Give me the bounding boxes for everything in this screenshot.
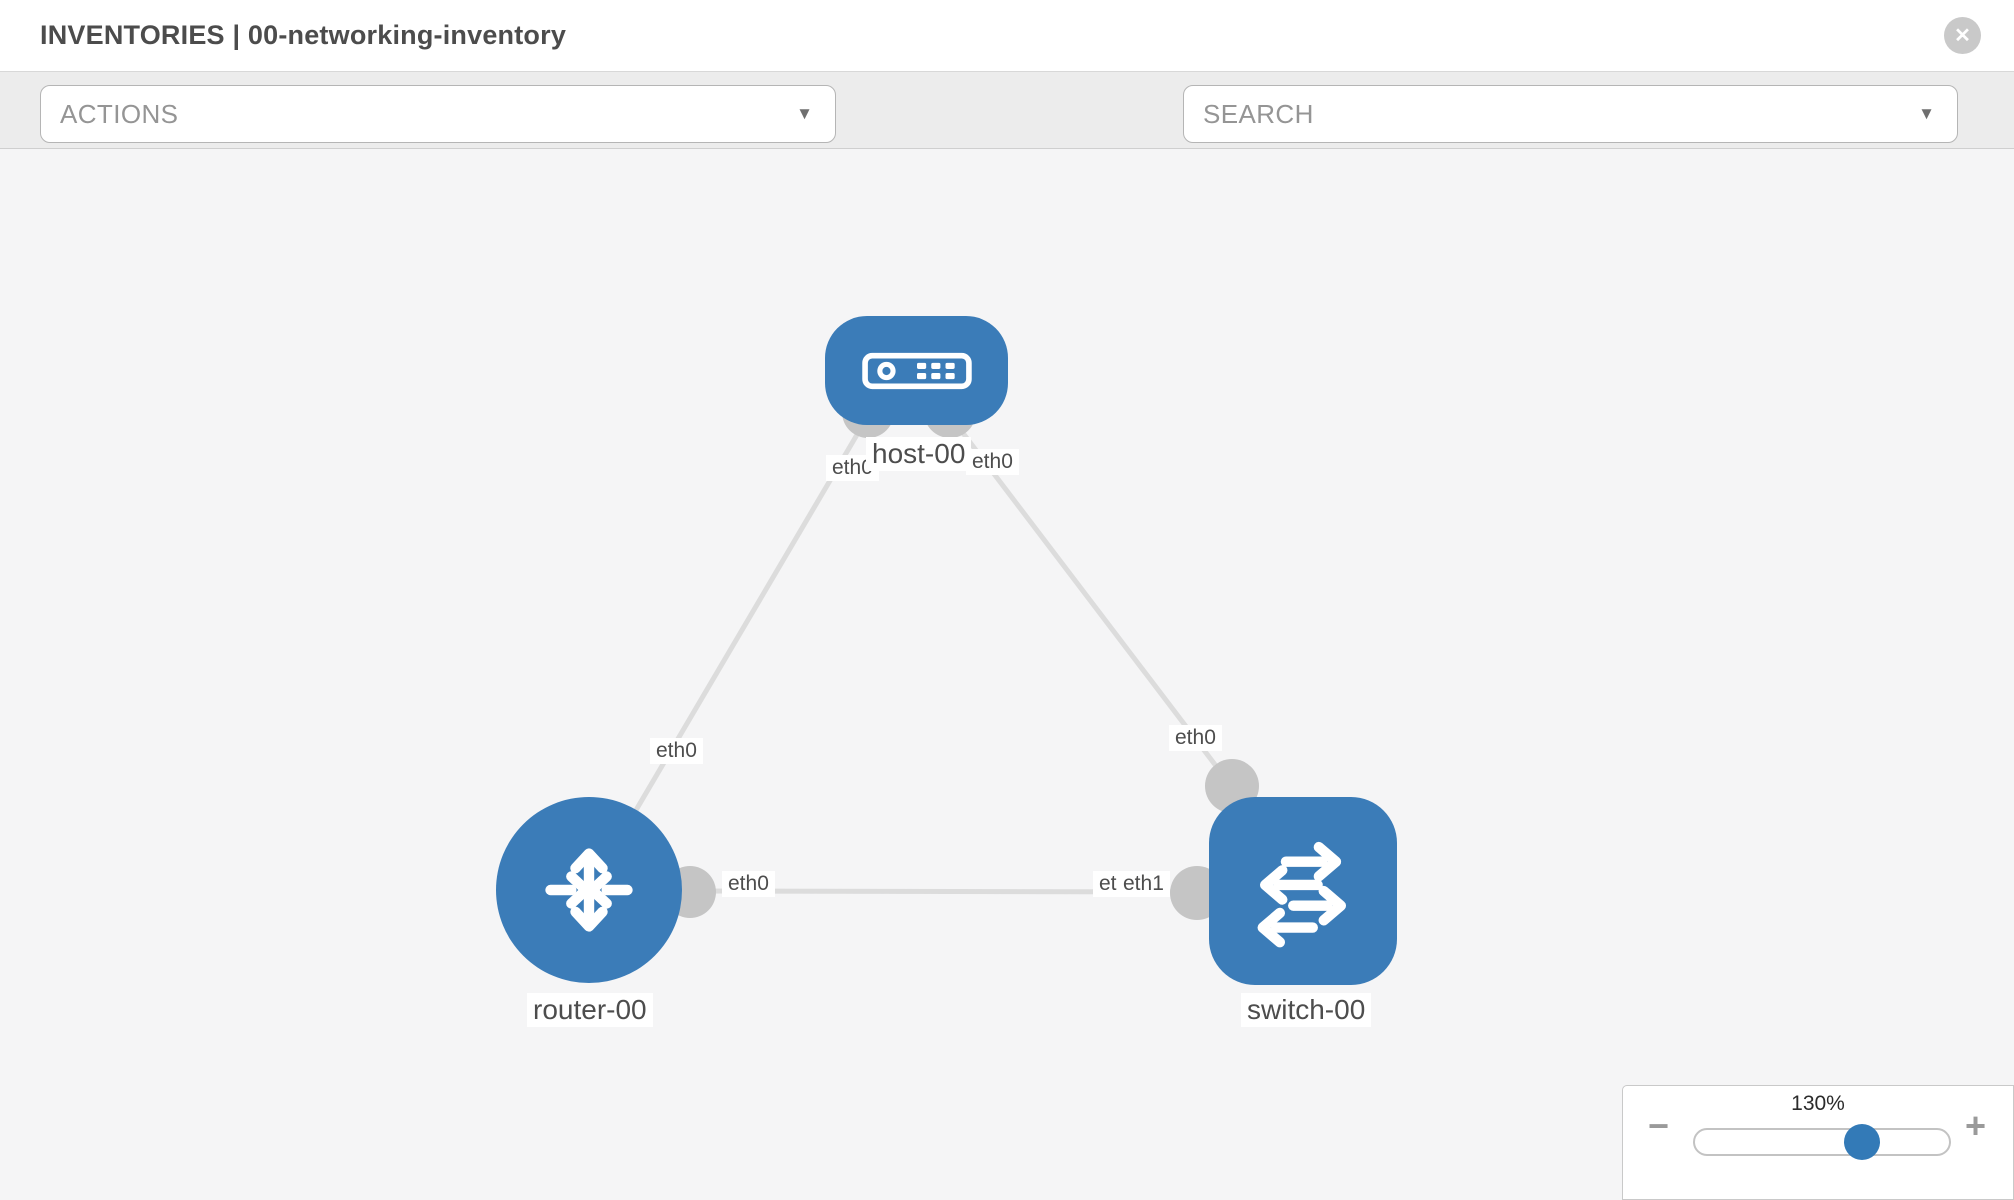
interface-label: eth0	[650, 738, 703, 764]
actions-dropdown[interactable]: ACTIONS ▼	[40, 85, 836, 143]
chevron-down-icon: ▼	[1918, 104, 1935, 123]
interface-label: eth0	[1169, 725, 1222, 751]
zoom-level-label: 130%	[1791, 1092, 1845, 1115]
zoom-out-button[interactable]: −	[1648, 1105, 1670, 1146]
interface-label: eth0	[966, 449, 1019, 475]
node-host[interactable]	[825, 316, 1008, 425]
interface-label: eth1	[1117, 871, 1170, 897]
zoom-control-panel: 130% − +	[1622, 1085, 2014, 1200]
node-label-router: router-00	[527, 993, 653, 1027]
node-switch[interactable]	[1209, 797, 1397, 985]
chevron-down-icon: ▼	[796, 104, 813, 123]
node-router[interactable]	[496, 797, 682, 983]
actions-dropdown-label: ACTIONS	[60, 98, 179, 129]
topology-canvas[interactable]: eth0 eth0 eth0 eth0 eth0 eth0 eth1 host-…	[0, 150, 2014, 1200]
search-dropdown-label: SEARCH	[1203, 98, 1314, 129]
switch-icon	[1257, 841, 1347, 948]
host-device-icon	[861, 352, 972, 389]
zoom-slider-thumb[interactable]	[1844, 1124, 1880, 1160]
header-bar: INVENTORIES | 00-networking-inventory ✕	[0, 0, 2014, 72]
topology-links	[586, 414, 1234, 895]
router-icon	[545, 848, 633, 932]
search-dropdown[interactable]: SEARCH ▼	[1183, 85, 1958, 143]
toolbar: ACTIONS ▼ SEARCH ▼	[0, 72, 2014, 208]
zoom-slider[interactable]	[1693, 1128, 1951, 1156]
page-title: INVENTORIES | 00-networking-inventory	[40, 20, 567, 50]
node-label-host: host-00	[866, 437, 972, 471]
zoom-in-button[interactable]: +	[1965, 1105, 1987, 1146]
interface-label: eth0	[722, 871, 775, 897]
node-label-switch: switch-00	[1241, 993, 1372, 1027]
close-icon[interactable]: ✕	[1944, 17, 1981, 54]
